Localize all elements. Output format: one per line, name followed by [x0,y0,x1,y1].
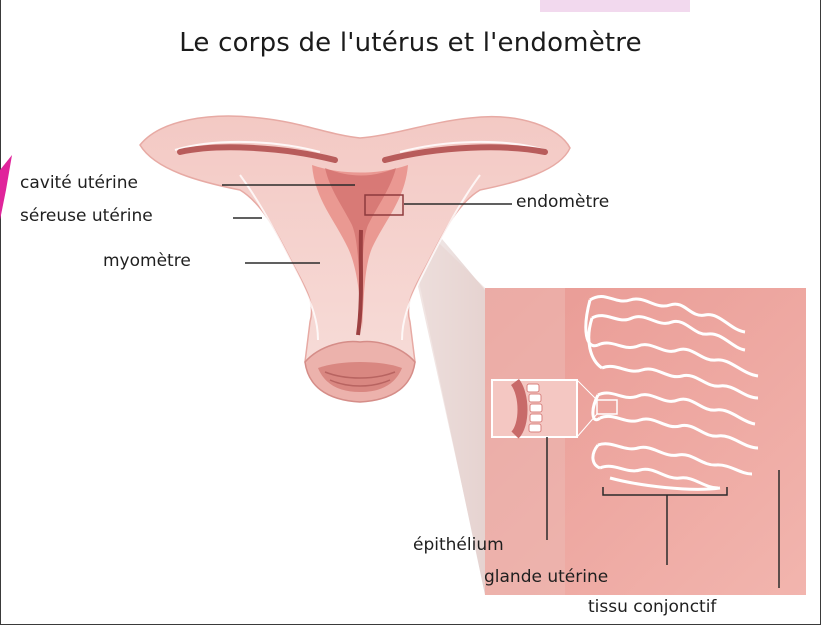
label-epithelium: épithélium [413,535,504,555]
label-cavite-uterine: cavité utérine [20,173,138,193]
label-sereuse-uterine: séreuse utérine [20,206,153,226]
label-glande-uterine: glande utérine [484,567,608,587]
label-myometre: myomètre [103,251,191,271]
label-tissu-conjonctif: tissu conjonctif [588,597,716,617]
label-endometre: endomètre [516,192,609,212]
